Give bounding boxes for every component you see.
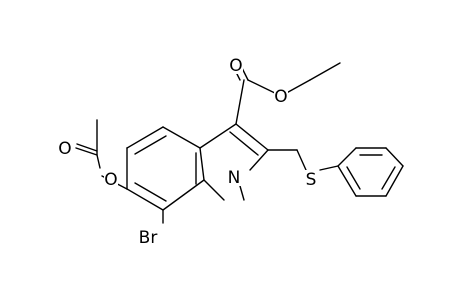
bond: [296, 149, 307, 171]
atom-label-br: Br: [139, 228, 158, 248]
bond: [385, 165, 404, 197]
bond: [126, 188, 164, 211]
bond: [162, 126, 201, 149]
bond: [249, 149, 269, 171]
bond: [337, 165, 357, 197]
atom-label-o-carbonyl-acetyl: O: [58, 139, 71, 159]
bond: [199, 147, 205, 181]
bond: [199, 123, 237, 149]
bonds: [75, 62, 404, 224]
bond: [346, 166, 361, 190]
atom-label-o-acetoxy: O: [104, 170, 117, 190]
atom-label-n-indole: N: [228, 168, 241, 188]
bond: [134, 135, 167, 155]
atom-label-s-thioether: S: [306, 170, 317, 190]
bond: [134, 182, 167, 202]
bond: [162, 179, 205, 211]
bond: [75, 147, 98, 156]
bond: [76, 143, 98, 152]
atom-label-o-ether-ester: O: [274, 87, 287, 107]
bond: [96, 154, 101, 169]
bond: [319, 165, 339, 171]
atom-label-o-carbonyl-ester: O: [229, 56, 242, 76]
bond: [309, 62, 341, 81]
bond: [337, 147, 357, 167]
atom-labels: O O O O N S Br: [58, 56, 318, 248]
bond: [235, 123, 269, 151]
bond: [385, 147, 404, 167]
bond: [235, 79, 245, 125]
bond: [381, 166, 396, 190]
bond: [203, 179, 225, 201]
bond: [126, 126, 164, 149]
bond: [229, 131, 259, 156]
bond: [239, 185, 245, 201]
